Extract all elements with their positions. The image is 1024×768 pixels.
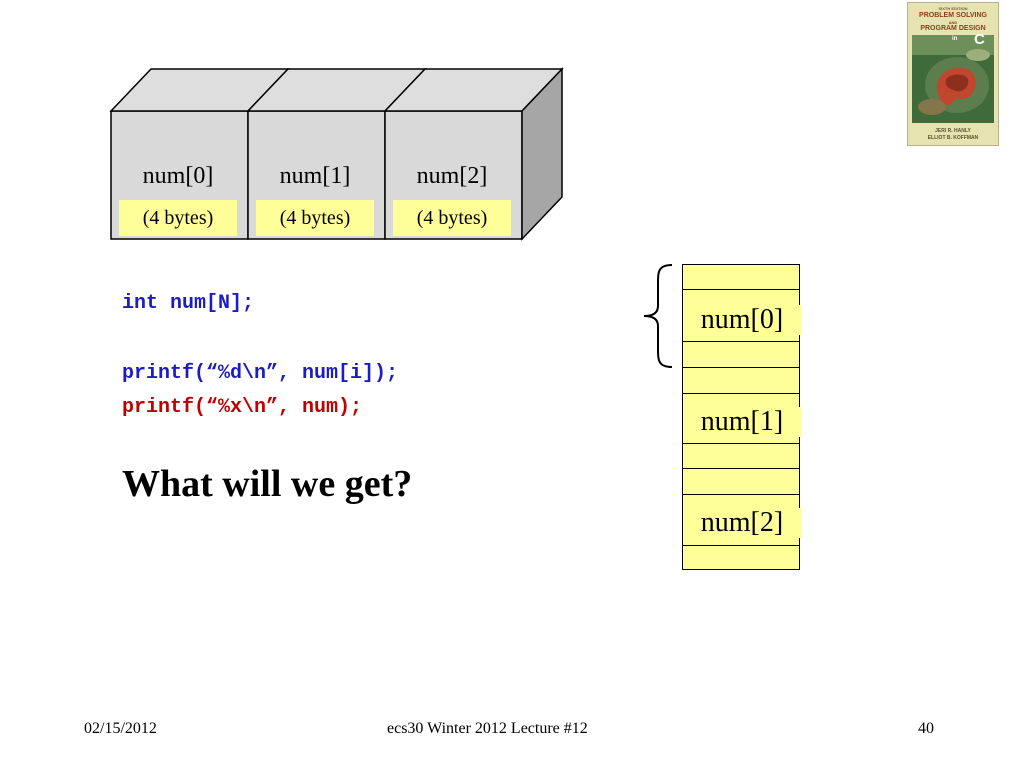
curly-brace bbox=[643, 264, 673, 368]
code-line-printf-d: printf(“%d\n”, num[i]); bbox=[122, 362, 399, 385]
memory-divider bbox=[683, 443, 799, 444]
cover-title-line2: PROGRAM DESIGN bbox=[920, 25, 986, 32]
array-box-side bbox=[521, 67, 563, 241]
memory-divider bbox=[683, 494, 799, 495]
array-box-size-2: (4 bytes) bbox=[393, 200, 511, 236]
array-box-size-0: (4 bytes) bbox=[119, 200, 237, 236]
footer-date: 02/15/2012 bbox=[84, 720, 157, 737]
memory-column: num[0] num[1] num[2] bbox=[682, 264, 801, 570]
cover-edition: SIXTH EDITION bbox=[938, 6, 968, 11]
memory-divider bbox=[683, 468, 799, 469]
question-text: What will we get? bbox=[122, 463, 413, 505]
footer-course: ecs30 Winter 2012 Lecture #12 bbox=[387, 720, 588, 737]
array-box-size-1: (4 bytes) bbox=[256, 200, 374, 236]
memory-divider bbox=[683, 545, 799, 546]
memory-label-0: num[0] bbox=[683, 305, 801, 335]
cover-artwork bbox=[912, 35, 994, 123]
code-line-declaration: int num[N]; bbox=[122, 292, 255, 315]
cover-title-and: AND bbox=[948, 20, 958, 25]
cover-title-line1: PROBLEM SOLVING bbox=[919, 12, 987, 19]
memory-divider bbox=[683, 289, 799, 290]
array-box-label-1: num[1] bbox=[279, 163, 351, 189]
memory-divider bbox=[683, 341, 799, 342]
code-line-printf-x: printf(“%x\n”, num); bbox=[122, 396, 363, 419]
cover-author-2: ELLIOT B. KOFFMAN bbox=[927, 135, 979, 141]
cover-author-1: JERI R. HANLY bbox=[935, 128, 971, 134]
cover-title-in: in bbox=[952, 36, 958, 42]
memory-label-1: num[1] bbox=[683, 407, 801, 437]
footer-page-number: 40 bbox=[918, 720, 934, 737]
memory-divider bbox=[683, 393, 799, 394]
array-box-label-0: num[0] bbox=[142, 163, 214, 189]
memory-label-2: num[2] bbox=[683, 508, 801, 538]
book-cover-image: SIXTH EDITION PROBLEM SOLVING AND PROGRA… bbox=[907, 2, 999, 146]
cover-title-c: C bbox=[974, 31, 985, 48]
memory-divider bbox=[683, 367, 799, 368]
array-box-label-2: num[2] bbox=[416, 163, 488, 189]
